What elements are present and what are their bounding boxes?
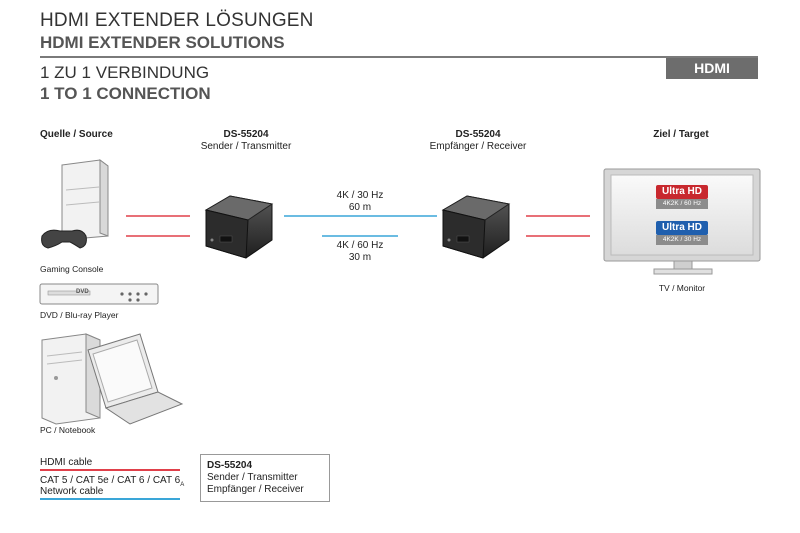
dvd-player-icon: [39, 283, 159, 305]
legend-hdmi-label: HDMI cable: [40, 457, 93, 468]
pc-notebook-icon: [41, 333, 184, 425]
target-heading: Ziel / Target: [653, 129, 709, 140]
model-info-box: DS-55204 Sender / Transmitter Empfänger …: [200, 454, 330, 502]
ultra-hd-2-title: Ultra HD: [661, 222, 702, 233]
ultra-hd-1-title: Ultra HD: [661, 186, 702, 197]
receiver-device-icon: [441, 195, 511, 259]
ultra-hd-blue-badge: [656, 221, 708, 235]
title-en: HDMI EXTENDER SOLUTIONS: [40, 33, 285, 52]
header-rule: [40, 56, 758, 58]
legend-network-label: CAT 5 / CAT 5e / CAT 6 / CAT 6A: [40, 475, 185, 488]
ultra-hd-2-sub: 4K2K / 30 Hz: [662, 236, 702, 243]
legend-network-label-2: Network cable: [40, 486, 104, 497]
info-model: DS-55204: [207, 460, 253, 471]
hdmi-badge: HDMI: [666, 58, 758, 79]
sender-role: Sender / Transmitter: [200, 141, 292, 152]
receiver-model: DS-55204: [455, 129, 501, 140]
ultra-hd-red-badge: [656, 185, 708, 199]
legend-hdmi-line: [40, 469, 180, 471]
gaming-console-label: Gaming Console: [40, 264, 104, 274]
title-de: HDMI EXTENDER LÖSUNGEN: [40, 10, 314, 31]
ultra-hd-1-sub: 4K2K / 60 Hz: [662, 200, 702, 207]
info-line1: Sender / Transmitter: [207, 472, 298, 483]
upper-link-distance: 60 m: [348, 202, 372, 213]
sender-model: DS-55204: [223, 129, 269, 140]
tv-monitor-icon: [603, 168, 761, 275]
dvd-logo: DVD: [76, 289, 89, 295]
legend-network-line: [40, 498, 180, 500]
sender-device-icon: [204, 195, 274, 259]
gaming-console-icon: [41, 159, 109, 249]
upper-link-resolution: 4K / 30 Hz: [336, 190, 384, 201]
dvd-player-label: DVD / Blu-ray Player: [40, 310, 119, 320]
lower-link-distance: 30 m: [348, 252, 372, 263]
source-heading: Quelle / Source: [40, 129, 113, 140]
pc-notebook-label: PC / Notebook: [40, 425, 96, 435]
tv-monitor-label: TV / Monitor: [658, 283, 706, 293]
info-line2: Empfänger / Receiver: [207, 484, 304, 495]
subtitle-en: 1 TO 1 CONNECTION: [40, 84, 211, 103]
subtitle-de: 1 ZU 1 VERBINDUNG: [40, 63, 210, 82]
lower-link-resolution: 4K / 60 Hz: [336, 240, 384, 251]
receiver-role: Empfänger / Receiver: [429, 141, 527, 152]
